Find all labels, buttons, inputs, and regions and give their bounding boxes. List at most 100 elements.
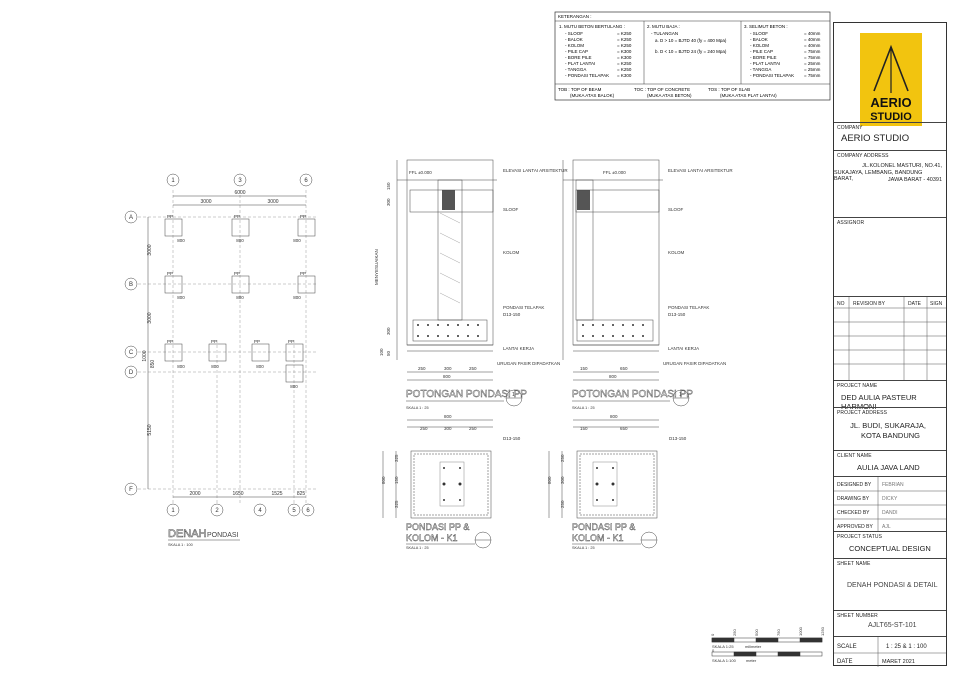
detail-dim: 150: [394, 476, 399, 484]
plan-dim: 850: [150, 360, 156, 369]
legend-col3-item: - PILE CAP: [750, 49, 773, 54]
detail-dim: 250: [560, 454, 565, 462]
detail-title: KOLOM - K1: [406, 533, 458, 543]
legend-col1-value: = K250: [617, 67, 632, 72]
legend-note: (MUKA ATAS BALOK): [570, 93, 615, 98]
legend-col2-line: a. D > 10 = BJTD 40 (fy = 400 Mpa): [655, 38, 727, 43]
detail-rebar: D13-150: [669, 436, 687, 441]
section-label: ELEVASI LANTAI ARSITEKTUR: [503, 168, 568, 173]
legend-col3-value: = 75mm: [804, 73, 821, 78]
client-name: AULIA JAVA LAND: [857, 463, 920, 472]
assignor-label: ASSIGNOR: [837, 220, 865, 226]
project-address-line: KOTA BANDUNG: [860, 431, 920, 440]
legend-col3-value: = 40mm: [804, 37, 821, 42]
legend-col3-value: = 40mm: [804, 43, 821, 48]
detail-dim: 250: [560, 500, 565, 508]
section-label: D13-150: [503, 312, 521, 317]
detail-dim: 300: [444, 426, 452, 431]
detail-dim: 800: [547, 476, 552, 484]
legend-note: (MUKA ATAS BETON): [647, 93, 692, 98]
scale-tick: 250: [732, 629, 737, 636]
section-dim: 100: [379, 348, 384, 356]
logo-mark-icon: AERIO STUDIO: [870, 44, 912, 123]
project-address-line: JL. BUDI, SUKARAJA,: [850, 421, 926, 430]
grid-left-label: D: [129, 370, 134, 376]
section-label: KOLOM: [668, 250, 685, 255]
legend-col2-heading: 2. MUTU BAJA :: [647, 24, 680, 29]
pile-caps: [164, 218, 316, 383]
scale-label: SKALA 1:25: [712, 644, 734, 649]
section-dim: 300: [386, 327, 391, 335]
pad-label: PP: [234, 214, 240, 219]
legend-col1-item: - PLAT LANTAI: [565, 61, 595, 66]
legend-col3-item: - TANGGA: [750, 67, 771, 72]
legend-col1-item: - PONDASI TELAPAK: [565, 73, 609, 78]
grid-bottom-label: 6: [306, 508, 310, 514]
title-block: AERIO STUDIO COMPANY AERIO STUDIO COMPAN…: [833, 22, 947, 667]
legend-col1-item: - BORE PILE: [565, 55, 592, 60]
revision-table: NO REVISION BY DATE SIGN: [834, 296, 946, 381]
project-address-label: PROJECT ADDRESS: [837, 410, 888, 416]
legend-col2-line: b. D < 10 = BJTD 24 (fy = 240 Mpa): [655, 49, 727, 54]
detail-dim: 325: [394, 454, 399, 462]
section-title: POTONGAN PONDASI PP: [572, 389, 693, 400]
section-1: FFL ±0.000 ELEVASI LANTAI ARSITEKTUR SLO…: [374, 159, 568, 410]
detail-dim: 800: [610, 414, 618, 419]
sign-off-table: DESIGNED BY FEBRIAN DRAWING BY DICKY CHE…: [834, 476, 946, 532]
detail-dim: 650: [620, 426, 628, 431]
company-address-line: SUKAJAYA, LEMBANG, BANDUNG BARAT,: [834, 170, 923, 182]
pad-dim: 800: [290, 384, 298, 389]
plan-dim: 3000: [147, 312, 153, 323]
client-label: CLIENT NAME: [837, 453, 872, 459]
section-dim: 150: [386, 182, 391, 190]
pad-dim: 800: [236, 295, 244, 300]
plan-scale: SKALA 1 : 100: [168, 543, 193, 547]
pad-label: PP: [234, 271, 240, 276]
pad-label: PP: [167, 271, 173, 276]
plan-dim: 1650: [232, 491, 243, 497]
grid-left-label: A: [129, 215, 133, 221]
legend-col3-heading: 3. SELIMUT BETON :: [744, 24, 788, 29]
grid-left-label: C: [129, 350, 134, 356]
plan-dim: 2000: [189, 491, 200, 497]
legend-col3-value: = 25mm: [804, 67, 821, 72]
section-label: URUGAN PASIR DIPADATKAN: [497, 361, 560, 366]
pad-label: PP: [211, 339, 217, 344]
plan-dim: 1000: [142, 350, 148, 361]
legend-col3-value: = 75mm: [804, 55, 821, 60]
company-label: COMPANY: [837, 125, 863, 131]
section-dim: 150: [580, 366, 588, 371]
scale-tick: 1000: [798, 626, 803, 636]
legend-note: TOC : TOP OF CONCRETE: [634, 87, 690, 92]
legend-col1-item: - KOLOM: [565, 43, 584, 48]
legend-col3-item: - BALOK: [750, 37, 768, 42]
section-dim: 800: [443, 374, 451, 379]
detail-scale: SKALA 1 : 25: [572, 546, 595, 550]
sheet-name: DENAH PONDASI & DETAIL: [847, 582, 938, 589]
designed-by-value: FEBRIAN: [882, 482, 904, 488]
grid-bottom-label: 5: [292, 508, 296, 514]
studio-logo: AERIO STUDIO: [860, 33, 922, 126]
drawing-by-label: DRAWING BY: [837, 496, 870, 502]
plan-dim: 3000: [147, 244, 153, 255]
scale-bar: 0 250 500 750 1000 1250 SKALA 1:25 milim…: [710, 626, 825, 663]
grid-bottom-label: 2: [215, 508, 219, 514]
section-label: D13-150: [668, 312, 686, 317]
project-status-label: PROJECT STATUS: [837, 534, 883, 540]
detail-2: 800 150 650 D13-150 800 250 300 250 POND…: [547, 414, 687, 550]
legend-note: TOS : TOP OF SLAB: [708, 87, 750, 92]
grid-bottom-label: 1: [171, 508, 175, 514]
detail-dim: 150: [580, 426, 588, 431]
pad-labels: PP PP PP PP PP PP PP PP PP PP 800 800 80…: [167, 214, 306, 389]
legend-col3-item: - PLAT LANTAI: [750, 61, 780, 66]
legend-col1-value: = K250: [617, 61, 632, 66]
grid-left-label: F: [129, 487, 133, 493]
section-dim: MENYESUAIKAN: [374, 249, 379, 285]
pad-dim: 800: [211, 364, 219, 369]
legend-col3-item: - BORE PILE: [750, 55, 777, 60]
plan-title-2: PONDASI: [207, 532, 239, 539]
approved-by-label: APPROVED BY: [837, 524, 874, 530]
detail-title: PONDASI PP &: [572, 522, 635, 532]
legend-col3-list: - SLOOF - BALOK - KOLOM - PILE CAP - BOR…: [750, 31, 821, 78]
project-name: DED AULIA PASTEUR HARMONI: [841, 393, 917, 411]
